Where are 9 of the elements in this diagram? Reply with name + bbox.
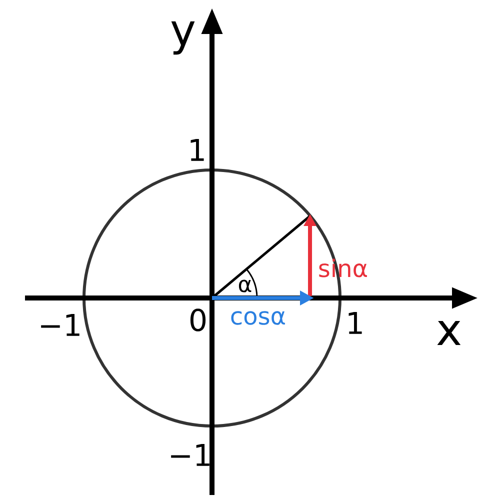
tick-label: 1 [348, 312, 362, 334]
axis-label: x [437, 320, 461, 346]
axis-label: y [171, 21, 195, 55]
angle-label: α [238, 280, 252, 292]
tick-label: 0 [190, 308, 206, 332]
tick-label: −1 [41, 314, 80, 336]
tick-label: −1 [171, 444, 210, 466]
tick-label: 1 [190, 139, 204, 161]
segment-label: cosα [231, 311, 285, 325]
